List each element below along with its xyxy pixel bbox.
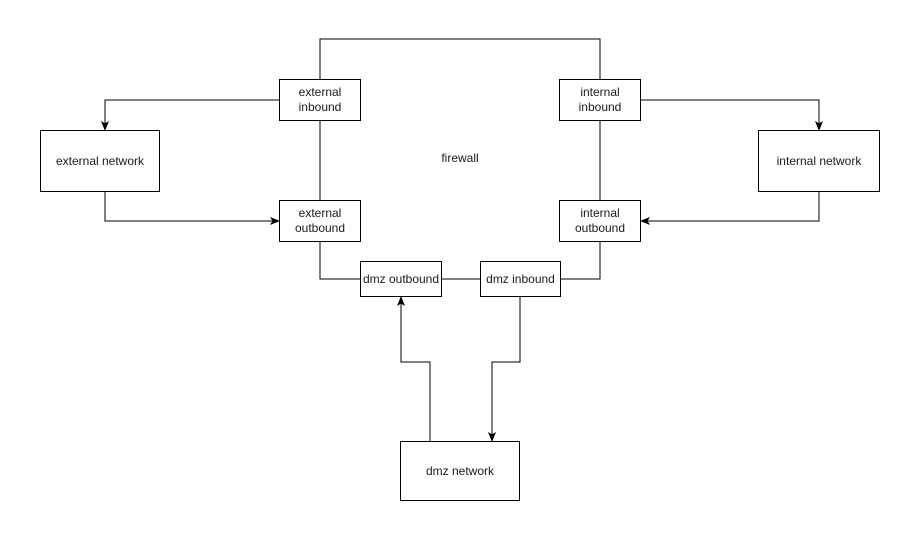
connector-internal-outbound-to-dmz-inbound xyxy=(561,242,601,280)
connector-internal-inbound-to-internal-network xyxy=(641,99,823,131)
node-internal-network[interactable]: internal network xyxy=(758,130,880,192)
node-internal-outbound[interactable]: internal outbound xyxy=(559,200,641,242)
node-label: internal outbound xyxy=(574,206,626,235)
connector-external-outbound-to-dmz-outbound xyxy=(319,242,360,280)
node-label: dmz inbound xyxy=(486,271,555,286)
connector-group xyxy=(101,38,823,442)
node-label: external network xyxy=(55,153,145,168)
node-label: dmz outbound xyxy=(362,271,440,286)
connector-external-inbound-to-internal-inbound xyxy=(319,38,601,79)
node-external-outbound[interactable]: external outbound xyxy=(279,200,361,242)
connector-dmz-inbound-to-dmz-network xyxy=(488,297,521,442)
node-label: internal inbound xyxy=(578,85,622,114)
node-label: external inbound xyxy=(298,85,342,114)
node-dmz-network[interactable]: dmz network xyxy=(400,441,520,501)
connector-external-inbound-to-external-network xyxy=(101,99,279,131)
node-internal-inbound[interactable]: internal inbound xyxy=(559,79,641,121)
firewall-zone-label: firewall xyxy=(441,151,479,165)
node-external-network[interactable]: external network xyxy=(40,130,160,192)
node-label: external outbound xyxy=(294,206,346,235)
node-dmz-inbound[interactable]: dmz inbound xyxy=(480,261,561,297)
node-dmz-outbound[interactable]: dmz outbound xyxy=(360,261,442,297)
connector-internal-network-to-internal-outbound xyxy=(640,192,820,225)
node-label: internal network xyxy=(776,153,862,168)
connector-dmz-network-to-dmz-outbound xyxy=(397,296,431,441)
node-external-inbound[interactable]: external inbound xyxy=(279,79,361,121)
node-label: dmz network xyxy=(425,463,495,478)
connector-external-network-to-external-outbound xyxy=(104,192,280,225)
